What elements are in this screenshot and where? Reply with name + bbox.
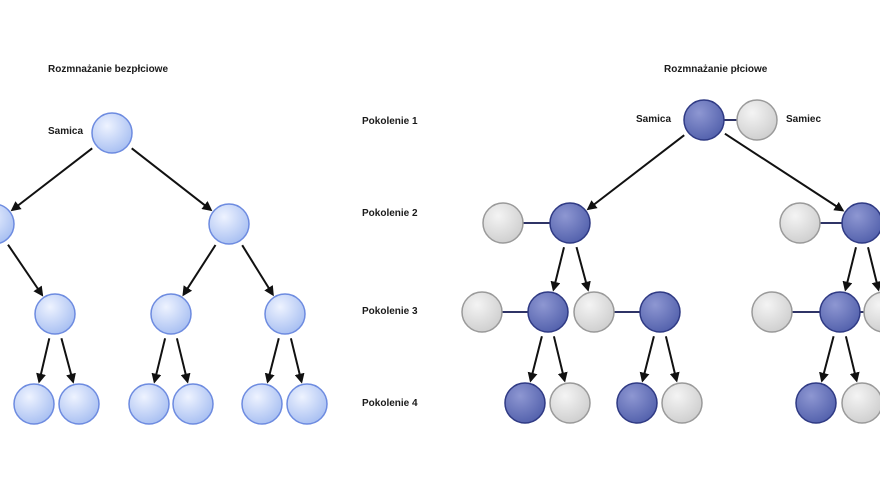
descent-arrow bbox=[151, 338, 167, 384]
descent-arrow bbox=[586, 134, 685, 211]
male-organism bbox=[549, 382, 591, 424]
descent-arrow bbox=[867, 247, 880, 292]
asexual-organism bbox=[264, 293, 306, 335]
male-organism bbox=[863, 291, 880, 333]
descent-arrow bbox=[60, 337, 76, 384]
label-female-sexual: Samica bbox=[636, 114, 672, 125]
descent-arrow bbox=[842, 247, 857, 292]
descent-arrow bbox=[131, 147, 213, 212]
female-organism bbox=[549, 202, 591, 244]
descent-arrow bbox=[550, 247, 565, 292]
descent-arrows bbox=[7, 132, 880, 384]
female-organism bbox=[683, 99, 725, 141]
descent-arrow bbox=[289, 338, 305, 384]
descent-arrow bbox=[552, 336, 568, 383]
asexual-organism bbox=[13, 383, 55, 425]
male-organism bbox=[751, 291, 793, 333]
descent-arrow bbox=[819, 335, 835, 383]
descent-arrow bbox=[36, 338, 51, 384]
descent-arrow bbox=[175, 338, 191, 384]
asexual-organism bbox=[58, 383, 100, 425]
male-organism bbox=[661, 382, 703, 424]
male-organism bbox=[461, 291, 503, 333]
descent-arrow bbox=[10, 147, 93, 212]
male-organism bbox=[779, 202, 821, 244]
female-organism bbox=[504, 382, 546, 424]
generation-label-3: Pokolenie 3 bbox=[362, 306, 418, 317]
female-organism bbox=[841, 202, 880, 244]
descent-arrow bbox=[264, 337, 280, 384]
label-female-asexual: Samica bbox=[48, 126, 84, 137]
generation-label-2: Pokolenie 2 bbox=[362, 208, 418, 219]
male-organism bbox=[482, 202, 524, 244]
male-organism bbox=[573, 291, 615, 333]
descent-arrow bbox=[241, 244, 274, 297]
asexual-organism bbox=[241, 383, 283, 425]
label-male-sexual: Samiec bbox=[786, 114, 822, 125]
asexual-organism bbox=[208, 203, 250, 245]
descent-arrow bbox=[664, 336, 680, 383]
female-organism bbox=[616, 382, 658, 424]
sexual-title: Rozmnażanie płciowe bbox=[664, 64, 768, 75]
female-organism bbox=[527, 291, 569, 333]
organism-nodes bbox=[0, 99, 880, 425]
generation-label-4: Pokolenie 4 bbox=[362, 398, 418, 409]
male-organism bbox=[736, 99, 778, 141]
asexual-organism bbox=[128, 383, 170, 425]
descent-arrow bbox=[182, 244, 217, 297]
asexual-organism bbox=[91, 112, 133, 154]
descent-arrow bbox=[844, 336, 860, 383]
female-organism bbox=[795, 382, 837, 424]
descent-arrow bbox=[724, 132, 845, 212]
male-organism bbox=[841, 382, 880, 424]
female-organism bbox=[639, 291, 681, 333]
female-organism bbox=[819, 291, 861, 333]
descent-arrow bbox=[575, 246, 591, 292]
generation-label-1: Pokolenie 1 bbox=[362, 116, 418, 127]
descent-arrow bbox=[7, 244, 44, 297]
asexual-organism bbox=[34, 293, 76, 335]
asexual-organism bbox=[0, 204, 15, 244]
asexual-organism bbox=[150, 293, 192, 335]
asexual-organism bbox=[172, 383, 214, 425]
asexual-title: Rozmnażanie bezpłciowe bbox=[48, 64, 169, 75]
descent-arrow bbox=[639, 335, 655, 383]
descent-arrow bbox=[527, 335, 543, 383]
asexual-organism bbox=[286, 383, 328, 425]
mating-links bbox=[482, 119, 880, 313]
